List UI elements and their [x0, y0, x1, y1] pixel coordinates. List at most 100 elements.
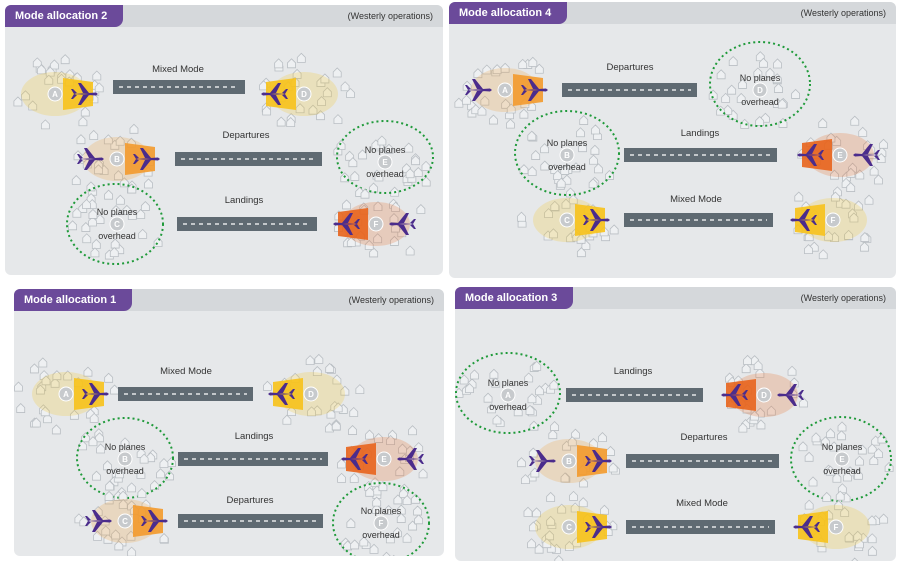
- house-icon: [404, 142, 414, 153]
- zone-marker: [752, 82, 768, 98]
- house-icon: [396, 504, 406, 515]
- runway: Mixed Mode: [113, 64, 245, 94]
- house-icon: [837, 421, 847, 432]
- runway-strip: [624, 148, 777, 162]
- house-icon: [127, 482, 137, 493]
- house-icon: [480, 95, 490, 106]
- house-icon: [837, 430, 846, 441]
- zone-letter: E: [837, 151, 843, 160]
- house-icon: [879, 138, 888, 149]
- runway: Landings: [177, 195, 317, 231]
- house-icon: [455, 387, 464, 398]
- zone-marker: [376, 451, 392, 467]
- house-icon: [81, 221, 91, 232]
- zone-letter: A: [52, 90, 58, 99]
- house-icon: [110, 384, 119, 395]
- house-icon: [876, 153, 886, 163]
- house-icon: [308, 104, 318, 115]
- quiet-text-line2: overhead: [362, 530, 400, 540]
- house-icon: [86, 181, 96, 192]
- house-icon: [349, 406, 359, 417]
- house-icon: [326, 408, 336, 419]
- house-icon: [374, 432, 384, 443]
- zone-marker: [47, 86, 63, 102]
- house-icon: [858, 126, 868, 137]
- house-icon: [557, 503, 567, 514]
- house-icon: [755, 51, 765, 62]
- house-icon: [804, 451, 814, 462]
- house-icon: [506, 118, 515, 129]
- panel-mode-allocation-1: Mode allocation 1 (Westerly operations) …: [14, 289, 444, 556]
- house-icon: [855, 538, 864, 549]
- house-icon: [340, 385, 350, 396]
- house-icon: [531, 150, 541, 160]
- airplane-shape: [85, 510, 112, 532]
- house-icon: [340, 81, 350, 92]
- airplane-icon: [268, 383, 295, 405]
- house-icon: [532, 360, 542, 371]
- panel-title: Mode allocation 3: [455, 287, 574, 309]
- house-icon: [736, 92, 746, 103]
- house-icon: [798, 441, 808, 452]
- house-icon: [517, 457, 526, 468]
- house-icon: [167, 457, 176, 468]
- runway: Departures: [626, 432, 779, 468]
- house-icon: [589, 154, 598, 165]
- house-icon: [40, 119, 50, 130]
- house-icon: [94, 164, 103, 175]
- house-icon: [389, 213, 399, 224]
- house-icon: [560, 472, 570, 483]
- house-icon: [773, 58, 782, 69]
- house-icon: [262, 105, 272, 116]
- house-icon: [325, 362, 335, 373]
- runway: Mixed Mode: [118, 366, 253, 401]
- house-icon: [307, 406, 316, 417]
- runway-end-b: B: [71, 123, 160, 196]
- house-icon: [570, 502, 580, 513]
- house-icon: [477, 105, 487, 116]
- quiet-text-line2: overhead: [489, 402, 527, 412]
- house-icon: [68, 220, 78, 231]
- airplane-shape: [583, 209, 610, 231]
- zone-letter: F: [374, 220, 379, 229]
- house-icon: [32, 57, 42, 68]
- quiet-zone-ring: [790, 416, 892, 502]
- house-icon: [263, 380, 272, 391]
- house-icon: [312, 366, 322, 376]
- house-icon: [350, 170, 360, 181]
- house-icon: [857, 444, 867, 455]
- house-icon: [80, 106, 90, 117]
- house-icon: [594, 163, 603, 174]
- house-icon: [879, 513, 889, 524]
- house-icon: [756, 419, 766, 430]
- zone-letter: C: [114, 220, 120, 229]
- house-icon: [382, 551, 391, 556]
- airplane-icon: [261, 83, 288, 105]
- house-icon: [844, 531, 854, 542]
- zone-marker: [559, 147, 575, 163]
- house-icon: [553, 170, 563, 181]
- zone-letter: F: [831, 216, 836, 225]
- panel-mode-allocation-2: Mode allocation 2 (Westerly operations) …: [5, 5, 443, 275]
- house-icon: [105, 480, 115, 491]
- airplane-shape: [797, 144, 824, 166]
- house-icon: [120, 437, 130, 448]
- runway-mode-label: Departures: [223, 130, 270, 141]
- house-icon: [738, 78, 747, 89]
- house-icon: [513, 406, 523, 417]
- house-icon: [332, 67, 342, 78]
- zone-marker: [377, 154, 393, 170]
- house-icon: [345, 150, 355, 161]
- airplane-icon: [777, 384, 804, 406]
- airplane-shape: [268, 383, 295, 405]
- airplane-icon: [85, 510, 112, 532]
- zone-letter: C: [122, 517, 128, 526]
- house-icon: [606, 445, 615, 456]
- house-icon: [721, 92, 731, 103]
- airplane-icon: [585, 516, 612, 538]
- house-icon: [465, 383, 474, 394]
- house-icon: [528, 56, 538, 67]
- runway-mode-label: Mixed Mode: [670, 194, 722, 205]
